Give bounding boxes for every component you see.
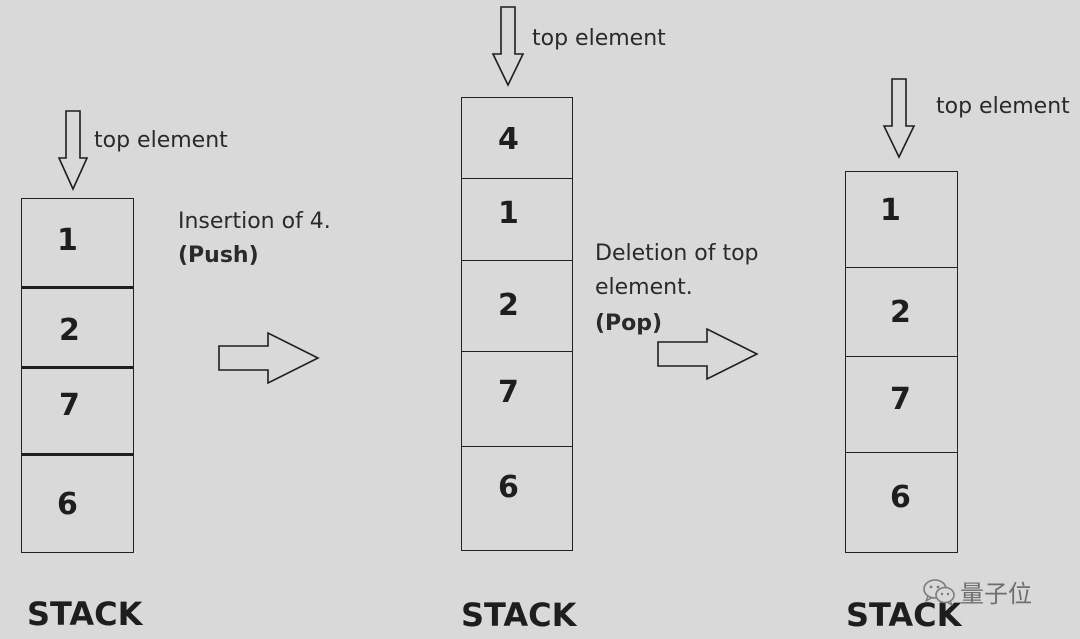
stack-2-cell: 7 bbox=[462, 351, 572, 446]
pop-label-line3: (Pop) bbox=[595, 311, 663, 336]
stack-3-value: 7 bbox=[890, 382, 911, 417]
stack-2-cell: 2 bbox=[462, 260, 572, 351]
top-pointer-arrow-2 bbox=[491, 6, 525, 87]
top-pointer-arrow-1 bbox=[57, 110, 89, 191]
stack-3-value: 2 bbox=[890, 295, 911, 330]
stack-2-value: 6 bbox=[498, 470, 519, 505]
stack-1-cell: 6 bbox=[22, 453, 133, 552]
stack-1-cell: 1 bbox=[22, 199, 133, 286]
stack-3-cell: 6 bbox=[846, 452, 957, 552]
stack-3-cell: 2 bbox=[846, 267, 957, 356]
pop-arrow bbox=[657, 327, 759, 381]
stack-2-cell: 1 bbox=[462, 178, 572, 260]
stack-2-value: 4 bbox=[498, 122, 519, 157]
top-pointer-arrow-3 bbox=[882, 78, 916, 159]
stack-2-value: 7 bbox=[498, 375, 519, 410]
stack-2-title: STACK bbox=[461, 596, 577, 634]
stack-2-value: 2 bbox=[498, 288, 519, 323]
push-arrow bbox=[218, 331, 320, 385]
stack-1-value: 7 bbox=[59, 388, 80, 423]
stack-1-title: STACK bbox=[27, 595, 143, 633]
push-label-line2: (Push) bbox=[178, 243, 259, 268]
stack-1: 1 2 7 6 bbox=[21, 198, 134, 553]
wechat-icon bbox=[922, 578, 956, 606]
stack-3-title: STACK bbox=[846, 596, 962, 634]
stack-1-value: 6 bbox=[57, 487, 78, 522]
stack-3-value: 1 bbox=[880, 193, 901, 228]
stack-2-value: 1 bbox=[498, 196, 519, 231]
stack-1-value: 2 bbox=[59, 313, 80, 348]
stack-1-cell: 7 bbox=[22, 366, 133, 453]
stack-2: 4 1 2 7 6 bbox=[461, 97, 573, 551]
push-label-line1: Insertion of 4. bbox=[178, 209, 331, 234]
pop-label-line1: Deletion of top bbox=[595, 241, 759, 266]
top-element-label-1: top element bbox=[94, 128, 228, 153]
stack-3-value: 6 bbox=[890, 480, 911, 515]
watermark: 量子位 bbox=[922, 574, 1032, 609]
pop-label-line2: element. bbox=[595, 275, 693, 300]
stack-3-cell: 7 bbox=[846, 356, 957, 452]
stack-1-value: 1 bbox=[57, 223, 78, 258]
top-element-label-2: top element bbox=[532, 26, 666, 51]
stack-3-cell: 1 bbox=[846, 172, 957, 267]
stack-2-cell: 4 bbox=[462, 98, 572, 178]
stack-3: 1 2 7 6 bbox=[845, 171, 958, 553]
stack-1-cell: 2 bbox=[22, 286, 133, 366]
stack-2-cell: 6 bbox=[462, 446, 572, 550]
watermark-text: 量子位 bbox=[960, 580, 1032, 608]
top-element-label-3: top element bbox=[936, 94, 1070, 119]
